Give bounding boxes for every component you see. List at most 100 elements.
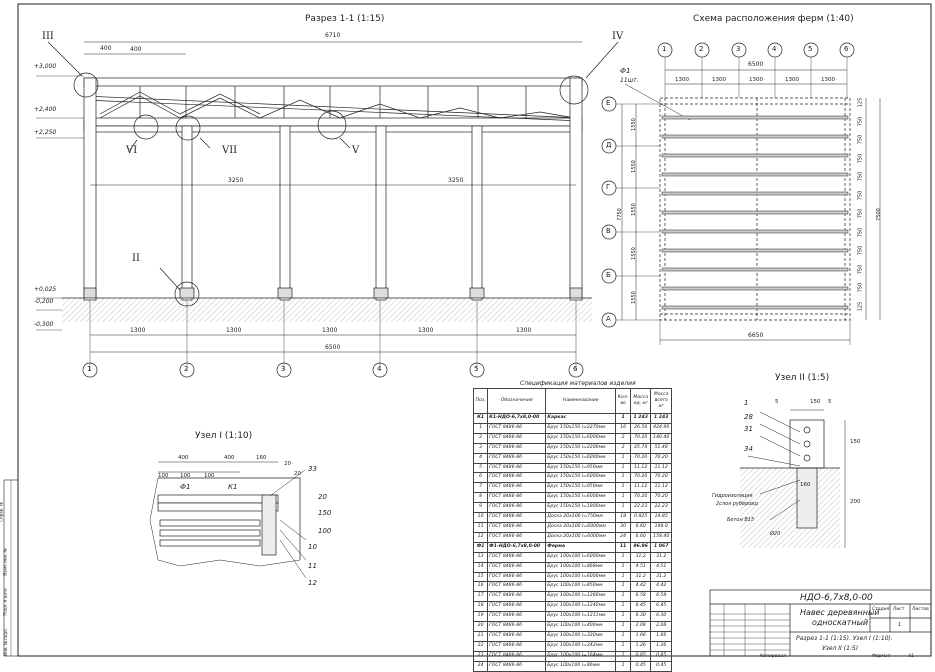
- spec-cell: 6.30: [629, 611, 652, 623]
- spec-cell: Брус 100х100 l=242мм: [545, 640, 617, 652]
- spec-cell: ГОСТ 8486-86: [487, 442, 547, 454]
- spec-cell: 1: [615, 591, 631, 603]
- spec-cell: 1.66: [629, 630, 652, 642]
- spec-cell: ГОСТ 8486-86: [487, 492, 547, 504]
- node2-dim: 5: [828, 399, 832, 405]
- node1-label: 33: [308, 465, 317, 473]
- spec-header-cell: Поз.: [472, 388, 489, 414]
- label-pcs: 11шт.: [620, 77, 639, 84]
- spec-cell: 4.51: [650, 561, 672, 573]
- spec-cell: 6.58: [629, 591, 652, 603]
- node2-label: 34: [744, 445, 753, 453]
- node1-dim: 400: [224, 455, 235, 461]
- spec-cell: 11.12: [629, 462, 652, 474]
- spec-cell: 4.42: [650, 581, 672, 593]
- truss-bar: [661, 286, 849, 291]
- side-stamp-label: Подп. и дата: [2, 588, 8, 616]
- right-span: 750: [857, 282, 864, 293]
- spec-cell: ГОСТ 8486-86: [487, 601, 547, 613]
- node2-note: 2слоя рубероид: [716, 501, 759, 507]
- right-span: 750: [857, 208, 864, 219]
- spec-cell: 18: [472, 601, 489, 613]
- spec-cell: 1: [615, 630, 631, 642]
- axis-label: 3: [281, 365, 286, 373]
- spec-cell: 9: [472, 502, 489, 514]
- spec-cell: 0.825: [629, 512, 652, 523]
- spec-cell: 13: [472, 551, 489, 563]
- spec-cell: К1-НДО-6,7х8,0-00: [487, 413, 547, 424]
- axis-label: 6: [573, 365, 578, 373]
- callout-label: II: [132, 253, 140, 264]
- spec-cell: 8: [472, 492, 489, 504]
- right-span: 125: [857, 301, 864, 311]
- spec-cell: 0.45: [629, 660, 652, 672]
- section-title: Разрез 1-1 (1:15): [305, 14, 385, 24]
- bay-dim: 1300: [226, 327, 242, 334]
- dim-400a: 400: [100, 45, 112, 52]
- bay-dim: 1300: [130, 327, 146, 334]
- spec-cell: 70.20: [650, 472, 672, 484]
- spec-cell: ГОСТ 8486-86: [487, 432, 547, 444]
- layout-span: 1300: [785, 77, 799, 83]
- node1-label: Ф1: [180, 483, 191, 491]
- spec-header-cell: Наименование: [545, 388, 617, 414]
- layout-span: 1300: [712, 77, 726, 83]
- spec-cell: 14.85: [650, 512, 672, 523]
- spec-cell: ГОСТ 8486-86: [487, 422, 547, 434]
- spec-cell: Доска 20х100 l=750мм: [545, 512, 617, 523]
- spec-cell: 22.23: [650, 502, 672, 514]
- side-stamp-label: Инв. № подл.: [2, 628, 8, 656]
- spec-cell: 1: [615, 502, 631, 514]
- spec-cell: 3: [472, 442, 489, 454]
- node1-label: 11: [308, 562, 317, 570]
- spec-cell: ГОСТ 8486-86: [487, 611, 547, 623]
- callout-label: VI: [126, 145, 138, 156]
- spec-cell: 424.96: [650, 422, 672, 434]
- spec-cell: 5: [472, 462, 489, 474]
- spec-cell: Брус 150х150 l=6000мм: [545, 492, 617, 504]
- spec-cell: Брус 150х150 l=1900мм: [545, 502, 617, 514]
- layout-width-top: 6500: [748, 61, 764, 68]
- node1-label: 150: [318, 509, 332, 517]
- spec-cell: 6.60: [629, 521, 652, 533]
- title-block: [709, 589, 932, 657]
- axis-label: 2: [184, 365, 189, 373]
- spec-cell: Ф1: [472, 541, 489, 553]
- spec-cell: 22: [472, 640, 489, 652]
- spec-cell: Ферма: [545, 541, 617, 553]
- spec-cell: ГОСТ 8486-86: [487, 630, 547, 642]
- spec-cell: 11: [472, 521, 489, 533]
- truss-bar: [661, 267, 849, 272]
- spec-cell: 1: [615, 462, 631, 474]
- right-span: 750: [857, 245, 864, 256]
- spec-cell: Брус 100х100 l=6000мм: [545, 571, 617, 583]
- footer-copied: Копировал: [760, 654, 786, 659]
- axis-label: 4: [377, 365, 382, 373]
- truss-bar: [661, 210, 849, 215]
- spec-cell: 31.2: [650, 551, 672, 563]
- left-span: 1550: [630, 118, 637, 131]
- layout-title: Схема расположения ферм (1:40): [693, 14, 854, 24]
- callout-label: IV: [612, 31, 624, 42]
- bay-dim: 1300: [516, 327, 532, 334]
- spec-cell: Брус 100х100 l=1240мм: [545, 601, 617, 613]
- bay-dim: 1300: [322, 327, 338, 334]
- node1-label: 100: [318, 527, 332, 535]
- spec-cell: 4.42: [629, 581, 652, 593]
- spec-cell: 1.26: [629, 640, 652, 652]
- truss-bar: [661, 172, 849, 177]
- spec-cell: 2.08: [629, 621, 652, 632]
- spec-cell: Брус 100х100 l=320мм: [545, 630, 617, 642]
- spec-cell: 10: [472, 512, 489, 523]
- label-f1: Ф1: [620, 67, 631, 75]
